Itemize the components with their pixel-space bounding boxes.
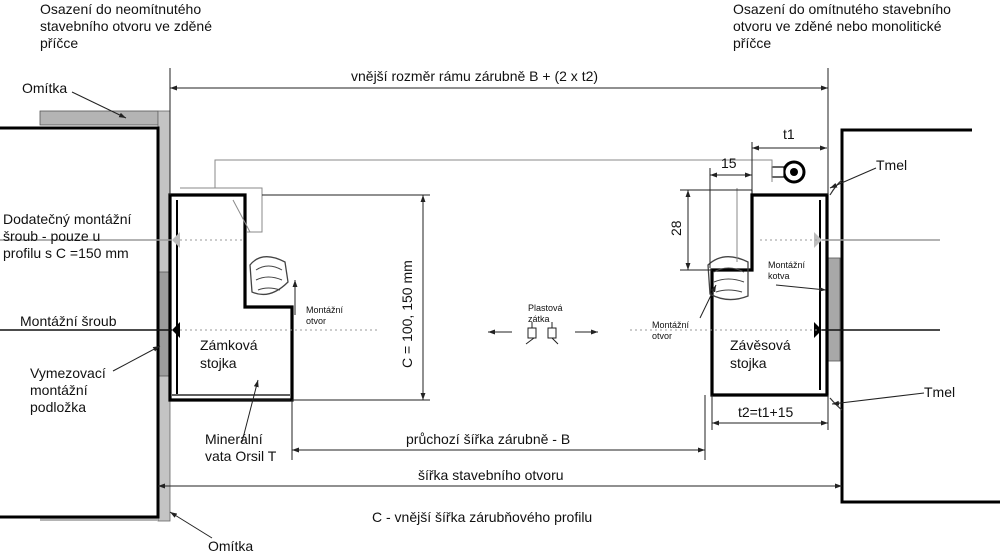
omitka-top-label: Omítka bbox=[22, 80, 67, 96]
plug-label-line2: zátka bbox=[528, 314, 550, 324]
screw-note-line1: Dodatečný montážní bbox=[3, 211, 132, 227]
dim-28-label: 28 bbox=[668, 220, 684, 236]
tmel-top-label: Tmel bbox=[876, 157, 907, 173]
left-note-line3: příčce bbox=[40, 35, 78, 51]
screw-note-line3: profilu s C =150 mm bbox=[3, 245, 129, 261]
hinge-jamb-label-line2: stojka bbox=[730, 355, 767, 371]
t1-label: t1 bbox=[783, 126, 795, 142]
left-wall-outline bbox=[0, 126, 160, 519]
plastic-plug bbox=[488, 322, 598, 345]
leader-omitka-bottom bbox=[169, 511, 213, 539]
leader-kotva bbox=[775, 284, 827, 292]
lock-jamb-label-line2: stojka bbox=[200, 355, 237, 371]
leader-omitka-top bbox=[71, 91, 127, 119]
mount-screw-label: Montážní šroub bbox=[20, 313, 117, 329]
leader-mineral bbox=[241, 379, 259, 443]
leader-otvor-right bbox=[699, 284, 717, 319]
right-note-line3: příčce bbox=[733, 35, 771, 51]
c-profile-label: C - vnější šířka zárubňového profilu bbox=[372, 509, 592, 525]
spacer-label-line2: montážní bbox=[30, 382, 88, 398]
hinge-jamb-seal bbox=[707, 256, 749, 301]
hinge-jamb-label-line1: Závěsová bbox=[730, 337, 791, 353]
left-plaster-bottom bbox=[40, 517, 158, 521]
right-wall bbox=[827, 128, 1000, 504]
otvor-left-line1: Montážní bbox=[306, 305, 344, 315]
t2-label: t2=t1+15 bbox=[738, 404, 793, 420]
anchor-plate bbox=[827, 257, 841, 362]
leader-vymezovaci bbox=[112, 345, 161, 372]
plug-label-line1: Plastová bbox=[528, 303, 563, 313]
leader-tmel-bottom bbox=[831, 392, 925, 406]
otvor-left-line2: otvor bbox=[306, 316, 326, 326]
outer-dim-label: vnější rozměr rámu zárubně B + (2 x t2) bbox=[351, 68, 598, 84]
right-note-line1: Osazení do omítnutého stavebního bbox=[733, 1, 951, 17]
omitka-bottom-label: Omítka bbox=[208, 538, 253, 551]
mineral-label-line2: vata Orsil T bbox=[205, 448, 277, 464]
door-leaf-outline bbox=[214, 159, 773, 188]
right-wall-outline bbox=[840, 128, 1000, 504]
lock-jamb-label-line1: Zámková bbox=[200, 337, 258, 353]
otvor-right-line1: Montážní bbox=[652, 320, 690, 330]
opening-width-label: šířka stavebního otvoru bbox=[418, 467, 564, 483]
kotva-label-line2: kotva bbox=[768, 271, 790, 281]
right-note-line2: otvoru ve zděné nebo monolitické bbox=[733, 18, 942, 34]
left-plaster-top bbox=[39, 110, 159, 126]
dim-15-label: 15 bbox=[721, 155, 737, 171]
leader-tmel-top bbox=[829, 167, 877, 189]
left-note-line2: stavebního otvoru ve zděné bbox=[40, 18, 212, 34]
spacer-label-line3: podložka bbox=[30, 399, 86, 415]
screw-note-line2: šroub - pouze u bbox=[3, 228, 100, 244]
pass-width-label: průchozí šířka zárubně - B bbox=[406, 431, 570, 447]
lock-jamb-seal bbox=[249, 256, 289, 296]
spacer-pad bbox=[157, 271, 171, 377]
c-dim-label: C = 100, 150 mm bbox=[399, 260, 415, 368]
tmel-bottom-label: Tmel bbox=[924, 384, 955, 400]
mineral-label-line1: Minerální bbox=[205, 431, 263, 447]
otvor-right-line2: otvor bbox=[652, 331, 672, 341]
spacer-label-line1: Vymezovací bbox=[30, 365, 106, 381]
kotva-label-line1: Montážní bbox=[768, 260, 806, 270]
left-note-line1: Osazení do neomítnutého bbox=[40, 1, 201, 17]
